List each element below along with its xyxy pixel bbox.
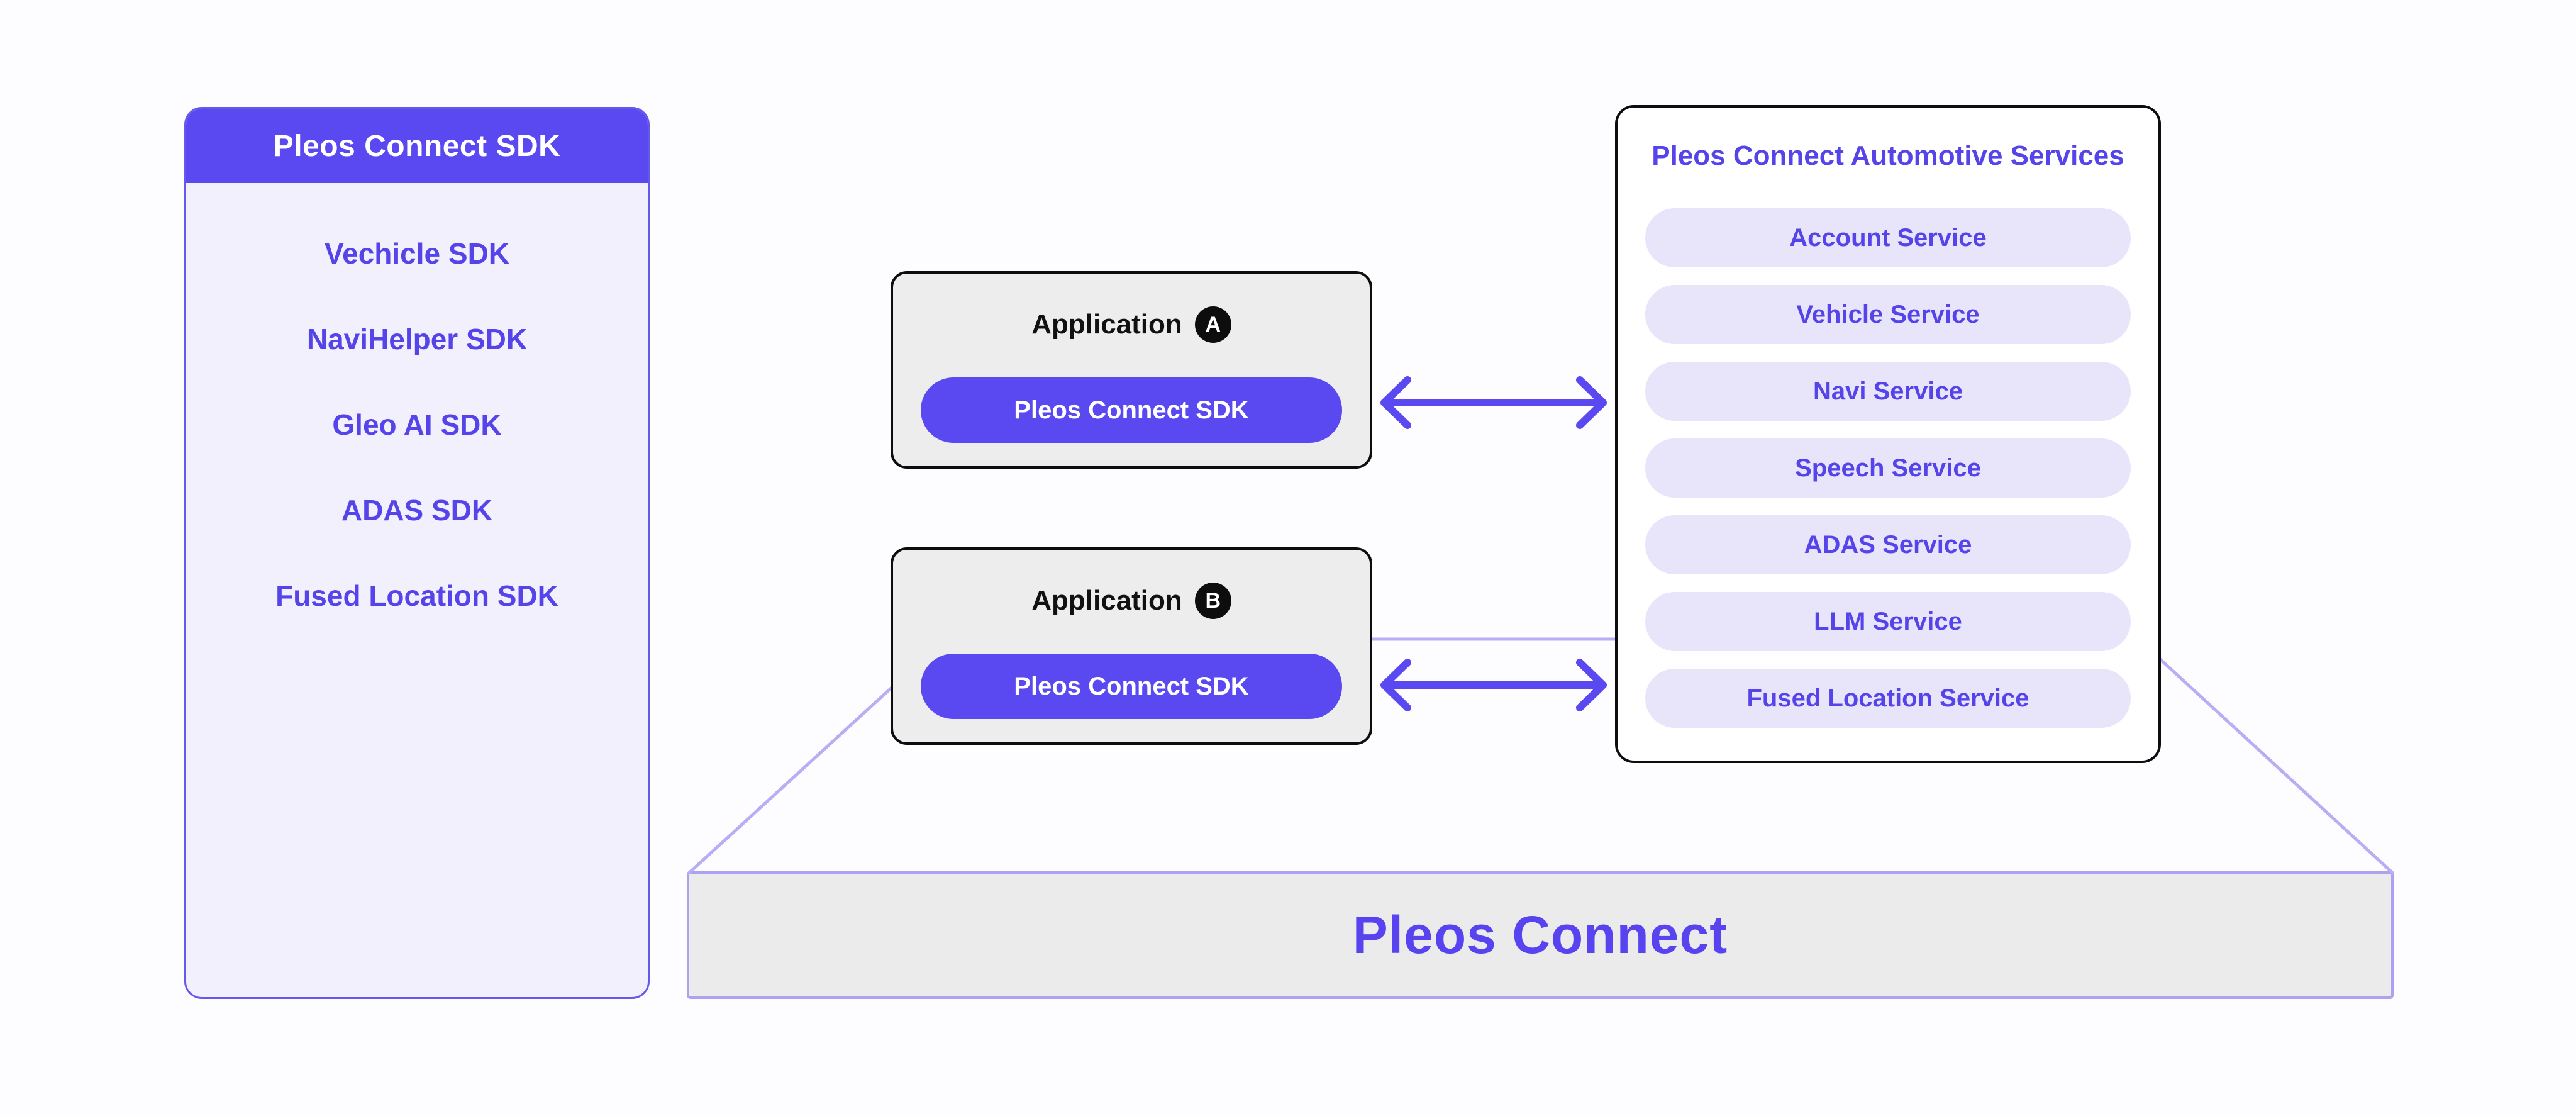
application-a-sdk-pill-label: Pleos Connect SDK [1014, 396, 1249, 424]
application-a-badge: A [1194, 306, 1231, 343]
application-b-sdk-pill: Pleos Connect SDK [921, 654, 1342, 719]
application-a-title-row: Application A [893, 306, 1370, 343]
application-b-box: Application B Pleos Connect SDK [891, 547, 1372, 745]
double-arrow-app-b-services-icon [1380, 659, 1607, 711]
platform-label: Pleos Connect [1352, 905, 1728, 964]
application-a-label: Application [1031, 309, 1182, 340]
application-b-sdk-pill-label: Pleos Connect SDK [1014, 672, 1249, 700]
application-b-title-row: Application B [893, 583, 1370, 619]
automotive-services-title: Pleos Connect Automotive Services [1652, 140, 2124, 171]
sdk-panel-title: Pleos Connect SDK [273, 129, 561, 163]
sdk-item-adas: ADAS SDK [341, 494, 493, 527]
application-a-box: Application A Pleos Connect SDK [891, 271, 1372, 469]
service-pill-navi: Navi Service [1645, 362, 2131, 421]
pleos-connect-sdk-panel: Pleos Connect SDK Vechicle SDK NaviHelpe… [184, 107, 650, 999]
automotive-services-panel: Pleos Connect Automotive Services Accoun… [1615, 105, 2161, 763]
service-pill-vehicle: Vehicle Service [1645, 285, 2131, 344]
service-pill-llm: LLM Service [1645, 592, 2131, 651]
service-pill-list: Account Service Vehicle Service Navi Ser… [1645, 208, 2131, 728]
sdk-item-vechicle: Vechicle SDK [324, 237, 510, 270]
pleos-connect-platform: Pleos Connect [687, 871, 2394, 999]
service-pill-adas: ADAS Service [1645, 515, 2131, 574]
service-pill-account: Account Service [1645, 208, 2131, 267]
sdk-item-navihelper: NaviHelper SDK [306, 323, 528, 355]
service-pill-fused-location: Fused Location Service [1645, 669, 2131, 728]
sdk-item-list: Vechicle SDK NaviHelper SDK Gleo AI SDK … [186, 183, 648, 613]
application-b-label: Application [1031, 585, 1182, 616]
sdk-panel-header: Pleos Connect SDK [186, 109, 648, 183]
service-pill-speech: Speech Service [1645, 438, 2131, 498]
sdk-item-gleo-ai: Gleo AI SDK [332, 408, 502, 441]
sdk-item-fused-location: Fused Location SDK [275, 579, 558, 612]
double-arrow-app-a-services-icon [1380, 376, 1607, 429]
application-b-badge: B [1194, 583, 1231, 619]
application-a-sdk-pill: Pleos Connect SDK [921, 377, 1342, 443]
